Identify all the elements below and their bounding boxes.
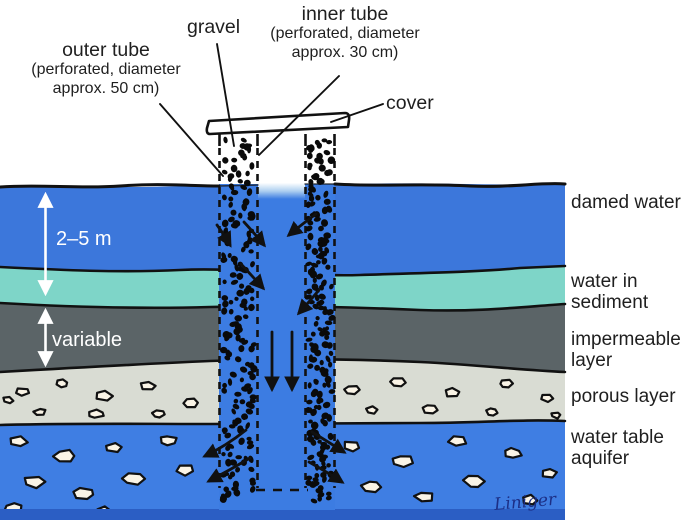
- outer-tube-detail-1: (perforated, diameter: [31, 61, 181, 79]
- label-impermeable-layer: impermeable layer: [571, 329, 681, 372]
- cover-leader: [330, 103, 384, 123]
- inner-tube-waterline-fade: [258, 183, 305, 199]
- inner-tube-annotation: inner tube (perforated, diameter approx.…: [262, 3, 428, 63]
- label-water-table-aquifer: water table aquifer: [571, 427, 664, 470]
- inner-tube-detail-1: (perforated, diameter: [270, 25, 420, 43]
- label-damed-water: damed water: [571, 192, 681, 213]
- cover-slab: [205, 111, 351, 136]
- gravel-annotation: gravel: [187, 16, 241, 38]
- damed-depth-value: 2–5 m: [56, 228, 112, 250]
- variable-depth-value: variable: [52, 329, 123, 351]
- aquifer-stones: [3, 435, 558, 516]
- gravel-leader: [216, 43, 235, 147]
- porous-stones: [2, 377, 562, 420]
- gravel-label: gravel: [187, 16, 241, 38]
- inner-tube-detail-2: approx. 30 cm): [291, 44, 399, 62]
- label-porous-layer: porous layer: [571, 386, 676, 407]
- outer-tube-annotation: outer tube (perforated, diameter approx.…: [20, 39, 192, 99]
- outer-tube-label: outer tube: [62, 39, 150, 61]
- cover-label: cover: [386, 92, 434, 114]
- tube-walls: [218, 134, 336, 492]
- outer-tube-leader: [159, 103, 224, 177]
- flow-arrows: [202, 212, 347, 484]
- gravel-left-column: [219, 136, 258, 503]
- outer-tube-detail-2: approx. 50 cm): [52, 80, 160, 98]
- inner-tube-leader: [258, 75, 340, 156]
- well-tube: [0, 134, 567, 510]
- cover-annotation: cover: [386, 92, 434, 114]
- deep-water-strip: [0, 509, 565, 520]
- label-water-in-sediment: water in sediment: [571, 271, 649, 314]
- inner-tube-label: inner tube: [301, 3, 389, 25]
- leader-lines: [159, 43, 384, 177]
